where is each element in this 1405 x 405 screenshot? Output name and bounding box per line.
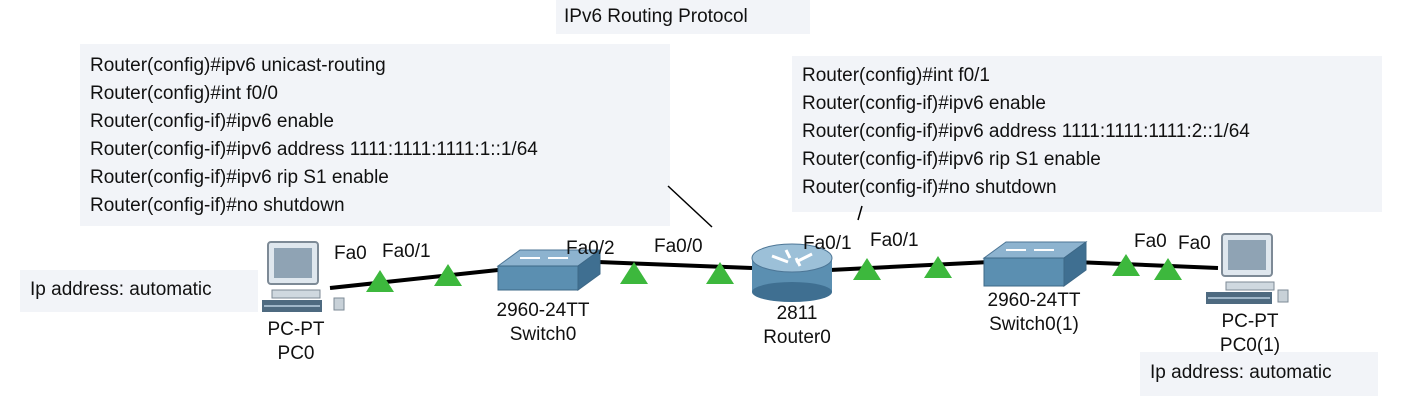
config-line: Router(config-if)#ipv6 rip S1 enable — [802, 149, 1101, 170]
note-pointer-right — [857, 205, 863, 221]
pc1-icon — [1206, 233, 1289, 304]
config-line: Router(config)#int f0/1 — [802, 65, 990, 86]
title-box: IPv6 Routing Protocol — [556, 0, 810, 34]
port-label: Fa0 — [1178, 233, 1211, 254]
config-line: Router(config-if)#ipv6 address 1111:1111… — [802, 121, 1250, 142]
config-line: Router(config)#ipv6 unicast-routing — [90, 55, 386, 76]
config-line: Router(config)#int f0/0 — [90, 83, 278, 104]
config-line: Router(config-if)#ipv6 enable — [90, 111, 334, 132]
config-line: Router(config-if)#no shutdown — [90, 195, 345, 216]
port-label: Fa0/2 — [566, 238, 615, 259]
config-line: Router(config-if)#no shutdown — [802, 177, 1057, 198]
link-status-icon — [620, 262, 648, 284]
pc1-ip-note: Ip address: automatic — [1140, 352, 1378, 396]
router0-icon — [751, 243, 833, 302]
diagram-title: IPv6 Routing Protocol — [564, 6, 748, 27]
port-label: Fa0 — [1134, 231, 1167, 252]
cable-switch0-router0 — [597, 260, 753, 270]
cable-router0-switch1 — [829, 260, 991, 272]
device-name: Switch0 — [509, 324, 577, 345]
link-status-icon — [706, 262, 734, 284]
link-status-icon — [1112, 254, 1140, 276]
switch1-label: 2960-24TT Switch0(1) — [988, 289, 1081, 337]
device-model: 2960-24TT — [496, 300, 590, 321]
port-label: Fa0/1 — [870, 230, 919, 251]
switch0-icon — [496, 249, 602, 291]
link-status-icon — [1154, 258, 1182, 280]
note-pointer-left — [667, 185, 713, 228]
port-label: Fa0/0 — [654, 236, 703, 257]
config-line: Router(config-if)#ipv6 address 1111:1111… — [90, 139, 538, 160]
config-line: Router(config-if)#ipv6 enable — [802, 93, 1046, 114]
router0-label: 2811 Router0 — [763, 302, 831, 350]
device-name: PC0(1) — [1219, 335, 1281, 356]
cable-switch1-pc1 — [1074, 260, 1219, 270]
device-model: 2811 — [776, 303, 818, 324]
pc1-ip-text: Ip address: automatic — [1150, 362, 1332, 383]
left-config-note: Router(config)#ipv6 unicast-routing Rout… — [80, 44, 670, 226]
pc0-icon — [262, 241, 345, 312]
device-model: PC-PT — [267, 319, 325, 340]
right-config-note: Router(config)#int f0/1 Router(config-if… — [792, 56, 1382, 212]
switch0-label: 2960-24TT Switch0 — [497, 299, 590, 347]
cable-pc0-switch0 — [329, 268, 499, 290]
port-label: Fa0/1 — [382, 241, 431, 262]
link-status-icon — [366, 270, 394, 292]
link-status-icon — [924, 256, 952, 278]
switch1-icon — [982, 241, 1088, 287]
device-model: PC-PT — [1221, 311, 1279, 332]
pc0-ip-note: Ip address: automatic — [20, 270, 258, 312]
port-label: Fa0/1 — [803, 233, 852, 254]
port-label: Fa0 — [334, 243, 367, 264]
device-model: 2960-24TT — [987, 290, 1081, 311]
link-status-icon — [853, 258, 881, 280]
config-line: Router(config-if)#ipv6 rip S1 enable — [90, 167, 389, 188]
pc1-label: PC-PT PC0(1) — [1220, 310, 1280, 358]
pc0-ip-text: Ip address: automatic — [30, 279, 212, 300]
device-name: Switch0(1) — [989, 314, 1079, 335]
link-status-icon — [434, 264, 462, 286]
device-name: PC0 — [277, 343, 315, 364]
device-name: Router0 — [763, 327, 831, 348]
pc0-label: PC-PT PC0 — [268, 318, 325, 366]
